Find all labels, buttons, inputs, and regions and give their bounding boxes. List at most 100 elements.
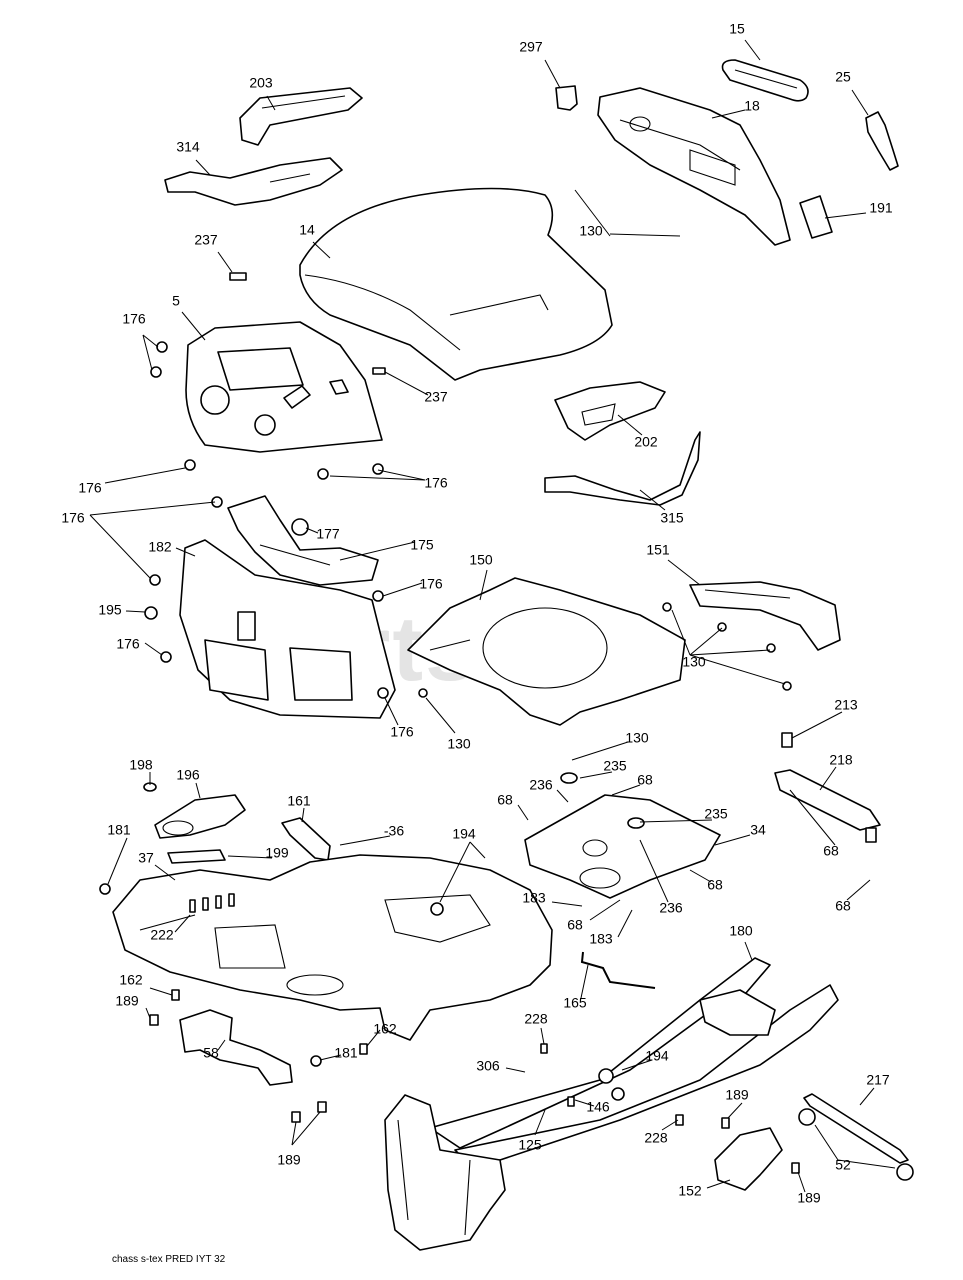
callout-68: 68 <box>497 792 513 808</box>
part-203-bracket <box>239 87 363 146</box>
callout-130: 130 <box>447 736 471 752</box>
callout-306: 306 <box>476 1058 500 1074</box>
part-165-rod <box>580 951 656 989</box>
callout-176: 176 <box>424 475 448 491</box>
callout-161: 161 <box>287 793 311 809</box>
callout-297: 297 <box>519 39 543 55</box>
callout-236: 236 <box>529 777 553 793</box>
part-182-front-housing <box>179 539 396 719</box>
callout-130: 130 <box>625 730 649 746</box>
callout-176: 176 <box>390 724 414 740</box>
callout-68: 68 <box>835 898 851 914</box>
callout-198: 198 <box>129 757 153 773</box>
callout-203: 203 <box>249 75 273 91</box>
part-152-guard <box>714 1127 783 1191</box>
callout-217: 217 <box>866 1072 890 1088</box>
part-297-clip <box>555 85 578 111</box>
part-58-bracket <box>179 1009 293 1086</box>
callout-235: 235 <box>704 806 728 822</box>
part-222-screws <box>189 893 235 913</box>
part-202-dash-bezel <box>554 381 666 441</box>
part-196-plate <box>154 794 246 839</box>
callout-162: 162 <box>373 1021 397 1037</box>
part-34-seat-mount-plate <box>524 794 721 899</box>
callout-125: 125 <box>518 1137 542 1153</box>
callout-176: 176 <box>419 576 443 592</box>
callout-189: 189 <box>797 1190 821 1206</box>
callout-228: 228 <box>644 1130 668 1146</box>
part-191-plate <box>799 195 833 239</box>
callout-315: 315 <box>660 510 684 526</box>
part-195-plug <box>144 606 158 620</box>
callout-68: 68 <box>637 772 653 788</box>
part-199-label <box>167 849 226 864</box>
part-5-dash-panel <box>185 321 383 453</box>
callout-228: 228 <box>524 1011 548 1027</box>
callout-151: 151 <box>646 542 670 558</box>
part-125-frame-front <box>384 1094 506 1251</box>
part-15-handle <box>721 59 809 102</box>
callout-182: 182 <box>148 539 172 555</box>
callout-58: 58 <box>203 1045 219 1061</box>
part-181-fasteners <box>99 883 322 1067</box>
callout--36: -36 <box>384 823 404 839</box>
callout-183: 183 <box>589 931 613 947</box>
callout-176: 176 <box>116 636 140 652</box>
callout-176: 176 <box>122 311 146 327</box>
part-161-lever <box>281 817 331 861</box>
callout-150: 150 <box>469 552 493 568</box>
part-189-228-bolts-right <box>540 1043 800 1174</box>
part-315-trim <box>544 431 701 506</box>
part-18-dash-housing <box>597 87 791 246</box>
callout-130: 130 <box>682 654 706 670</box>
callout-176: 176 <box>78 480 102 496</box>
part-175-bracket <box>227 495 379 586</box>
callout-15: 15 <box>729 21 745 37</box>
callout-25: 25 <box>835 69 851 85</box>
callout-202: 202 <box>634 434 658 450</box>
callout-68: 68 <box>707 877 723 893</box>
callout-222: 222 <box>150 927 174 943</box>
footer-code: chass s-tex PRED IYT 32 <box>112 1254 226 1265</box>
callout-237: 237 <box>194 232 218 248</box>
callout-68: 68 <box>823 843 839 859</box>
callout-236: 236 <box>659 900 683 916</box>
part-14-hood <box>299 187 613 381</box>
callout-194: 194 <box>452 826 476 842</box>
callout-14: 14 <box>299 222 315 238</box>
callout-146: 146 <box>586 1099 610 1115</box>
part-151-seat-bracket <box>689 581 841 651</box>
callout-162: 162 <box>119 972 143 988</box>
callout-130: 130 <box>579 223 603 239</box>
part-176-fasteners-mid <box>149 496 389 699</box>
part-217-axle-arm <box>798 1093 914 1181</box>
callout-196: 196 <box>176 767 200 783</box>
callout-189: 189 <box>725 1087 749 1103</box>
part-237-clip <box>229 272 386 375</box>
part-25-bracket <box>865 111 899 171</box>
callout-189: 189 <box>115 993 139 1009</box>
callout-177: 177 <box>316 526 340 542</box>
callout-68: 68 <box>567 917 583 933</box>
callout-213: 213 <box>834 697 858 713</box>
part-176-fasteners-top <box>150 341 384 480</box>
callout-176: 176 <box>61 510 85 526</box>
callout-181: 181 <box>334 1045 358 1061</box>
callout-52: 52 <box>835 1157 851 1173</box>
part-177-knob <box>291 518 309 536</box>
part-37-fender <box>112 854 553 1041</box>
callout-314: 314 <box>176 139 200 155</box>
callout-5: 5 <box>172 293 180 309</box>
callout-180: 180 <box>729 923 753 939</box>
part-213-bolts <box>781 732 877 843</box>
callout-34: 34 <box>750 822 766 838</box>
callout-189: 189 <box>277 1152 301 1168</box>
callout-235: 235 <box>603 758 627 774</box>
callout-191: 191 <box>869 200 893 216</box>
part-194-bushing <box>430 902 625 1101</box>
callout-195: 195 <box>98 602 122 618</box>
part-130-bolts-mid <box>418 602 792 698</box>
callout-18: 18 <box>744 98 760 114</box>
